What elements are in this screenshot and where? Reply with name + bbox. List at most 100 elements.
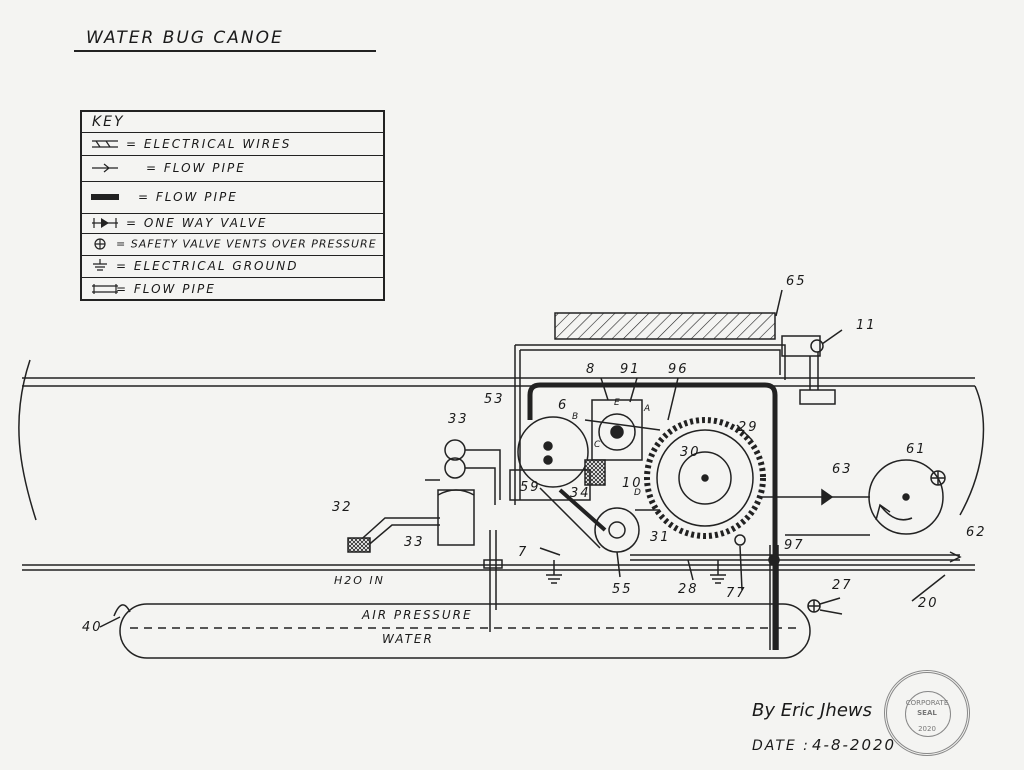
key-label: = SAFETY VALVE VENTS OVER PRESSURE: [116, 237, 377, 251]
title-underline: [74, 50, 376, 52]
drive-belt-thick: [558, 488, 607, 532]
label-8: 8: [586, 362, 597, 377]
gear-wheel-hub: [701, 474, 709, 482]
control-box: [509, 469, 591, 501]
label-33-upper: 33: [448, 412, 469, 427]
inlet-pipe: [354, 517, 440, 549]
waterline: [22, 564, 975, 571]
propeller-wheel: [868, 459, 944, 535]
label-53: 53: [484, 392, 505, 407]
propeller-hub: [902, 493, 910, 501]
key-row-electrical-ground: = ELECTRICAL GROUND: [82, 255, 383, 278]
pump-tank: [437, 489, 475, 546]
flow-pipe-double-icon: [92, 284, 118, 294]
pulley-hub-top: [543, 441, 553, 451]
pulley-left: [517, 416, 589, 488]
label-6: 6: [558, 398, 569, 413]
label-28: 28: [678, 582, 699, 597]
junction-97: [768, 554, 780, 566]
pump-pipes: [425, 449, 501, 505]
label-11: 11: [856, 318, 877, 333]
safety-valve-27-cross: [808, 600, 820, 612]
label-20: 20: [918, 596, 939, 611]
canoe-hull-bow: [18, 359, 37, 521]
label-40: 40: [82, 620, 103, 635]
one-way-valve: [821, 488, 834, 506]
canoe-hull-top: [22, 377, 975, 387]
label-96: 96: [668, 362, 689, 377]
pulley-hub-bottom: [543, 455, 553, 465]
ground-icon: [93, 259, 107, 271]
flow-pipe-thin-icon: [92, 163, 118, 173]
safety-valve-77: [734, 534, 746, 546]
label-27: 27: [832, 578, 853, 593]
seal-text-1: CORPORATE: [905, 699, 949, 707]
label-63: 63: [832, 462, 853, 477]
one-way-valve-icon: [92, 218, 118, 228]
key-legend: KEY = ELECTRICAL WIRES = FLOW PIPE = FLO…: [80, 110, 385, 301]
key-row-one-way-valve: = ONE WAY VALVE: [82, 213, 383, 234]
gear-wheel-inner: [678, 451, 732, 505]
label-7: 7: [518, 545, 529, 560]
label-29: 29: [738, 420, 759, 435]
seal-text-3: 2020: [918, 725, 936, 733]
label-30: 30: [680, 445, 701, 460]
motor-rotor: [598, 413, 636, 451]
label-97: 97: [784, 538, 805, 553]
label-65: 65: [786, 274, 807, 289]
label-b: B: [572, 412, 581, 422]
vent-lines-27: [819, 597, 843, 615]
label-77: 77: [726, 586, 747, 601]
motor-rotor-core: [610, 425, 624, 439]
drive-belt: [539, 419, 661, 549]
pulley-bottom-inner: [608, 521, 626, 539]
key-heading-row: KEY: [82, 112, 383, 133]
key-label: = FLOW PIPE: [138, 190, 238, 204]
label-d: D: [634, 488, 643, 498]
label-61: 61: [906, 442, 927, 457]
label-59: 59: [520, 480, 541, 495]
label-31: 31: [650, 530, 671, 545]
label-91: 91: [620, 362, 641, 377]
drain-pipe-left: [489, 530, 497, 610]
key-heading: KEY: [92, 114, 125, 130]
gear-wheel-outer: [644, 417, 766, 539]
flow-pipe-frame: [514, 344, 786, 505]
label-33-lower: 33: [404, 535, 425, 550]
label-10: 10: [622, 476, 643, 491]
deck-plate: [554, 312, 776, 340]
outlet-arrow: [949, 551, 962, 563]
thick-flow-pipe: [527, 382, 778, 650]
switch-knob: [810, 339, 824, 353]
label-c: C: [594, 440, 603, 450]
label-34: 34: [570, 486, 591, 501]
ground-symbol-left: [546, 560, 562, 584]
label-32: 32: [332, 500, 353, 515]
gear-wheel-mid: [656, 429, 754, 527]
label-air-pressure: AIR PRESSURE: [362, 608, 473, 622]
safety-valve-61-cross: [931, 471, 945, 485]
key-row-safety-valve: = SAFETY VALVE VENTS OVER PRESSURE: [82, 233, 383, 256]
key-label: = ELECTRICAL WIRES: [126, 136, 292, 151]
air-pressure-tank: [119, 603, 811, 659]
motor-housing: [591, 399, 643, 461]
corporate-seal-icon: CORPORATE SEAL 2020: [884, 670, 970, 756]
key-row-flow-pipe-thin: = FLOW PIPE: [82, 155, 383, 182]
switch-wires: [809, 352, 819, 390]
safety-valve-icon: [94, 238, 106, 250]
electrical-wires-icon: [92, 139, 118, 148]
label-a: A: [644, 404, 653, 414]
flow-pipe-thick-icon: [91, 194, 119, 200]
propeller-arrow: [875, 503, 913, 521]
leader-lines: [99, 289, 946, 628]
drain-fitting: [483, 559, 503, 569]
pump-coil-bottom: [444, 457, 466, 479]
key-label: = FLOW PIPE: [116, 282, 216, 296]
date-value: 4-8-2020: [812, 736, 897, 754]
key-label: = ONE WAY VALVE: [126, 216, 268, 230]
label-55: 55: [612, 582, 633, 597]
label-water: WATER: [382, 632, 434, 646]
inlet-filter: [347, 537, 371, 553]
seal-inner-ring: [905, 691, 951, 737]
